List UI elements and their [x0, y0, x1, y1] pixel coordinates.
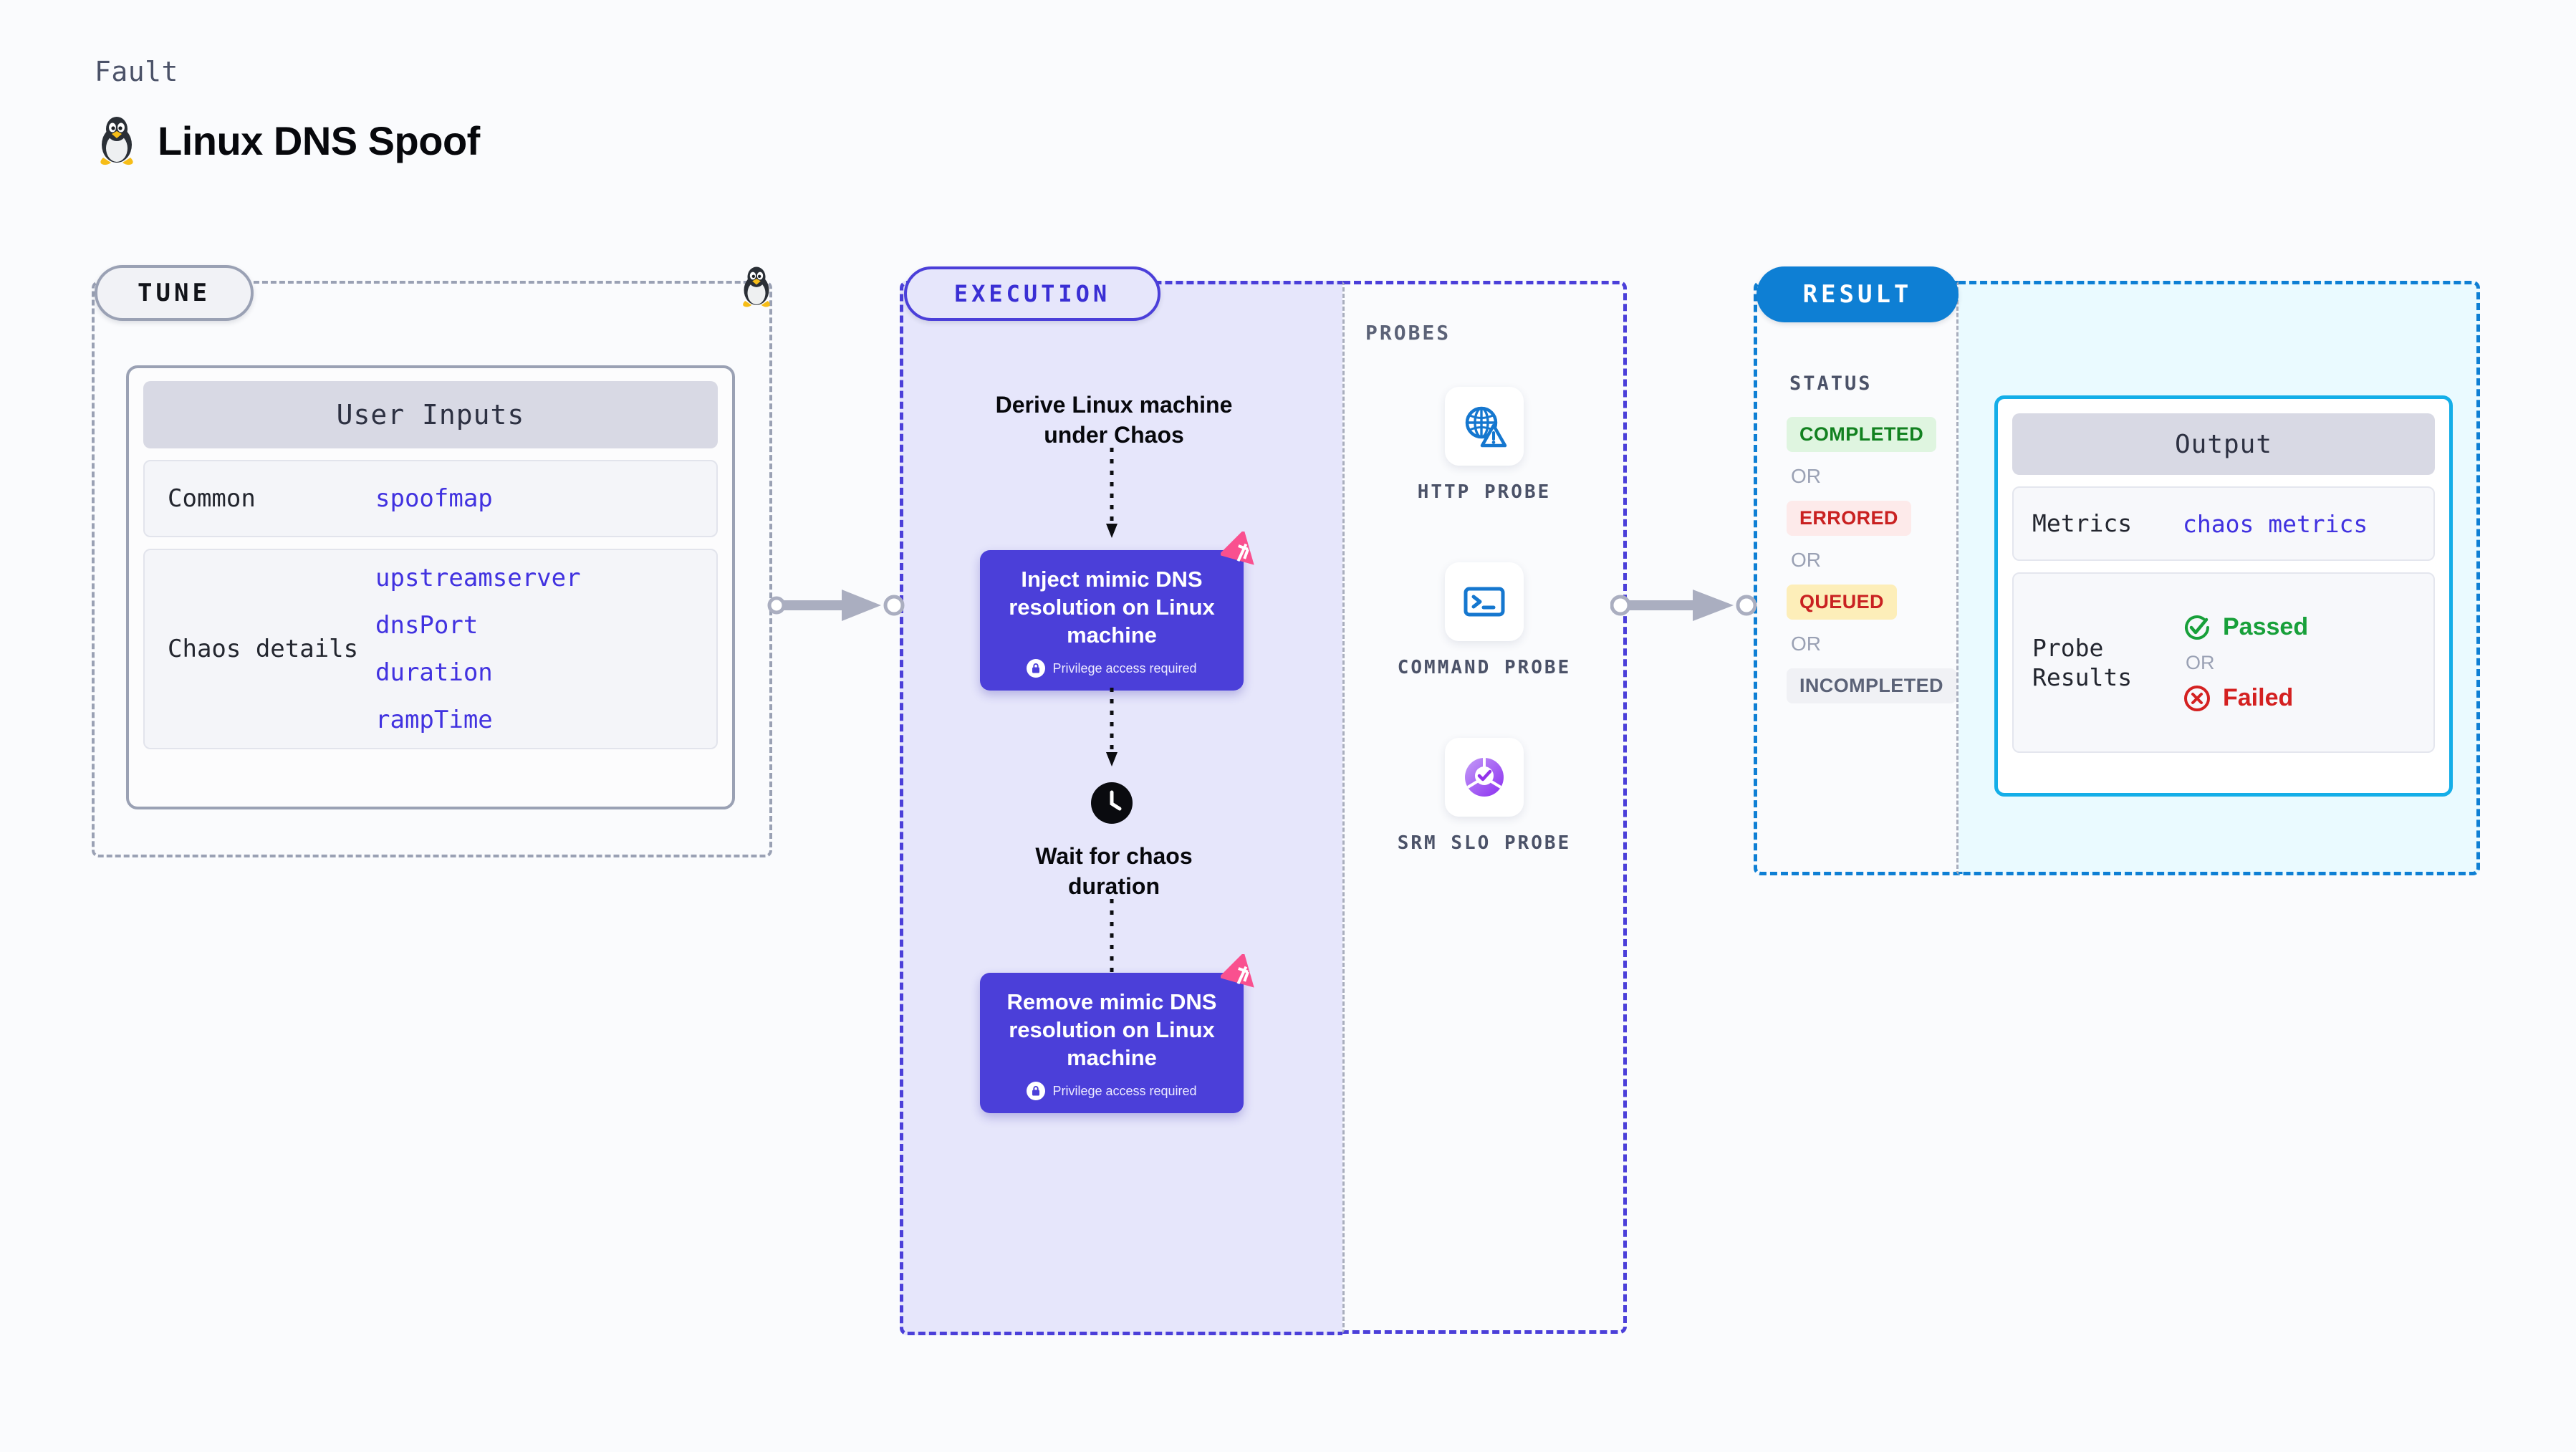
action-remove-privilege-label: Privilege access required	[1052, 1083, 1197, 1098]
probe-result-passed: Passed	[2183, 613, 2308, 642]
output-title: Output	[2012, 413, 2435, 475]
flow-arrow-1-icon	[1106, 448, 1118, 538]
tune-panel	[92, 281, 772, 857]
connector-probes-to-result	[1610, 590, 1757, 621]
status-heading: STATUS	[1789, 372, 1873, 395]
status-badge-errored: ERRORED	[1787, 501, 1911, 536]
flow-arrow-2-icon	[1106, 688, 1118, 766]
result-status-panel	[1754, 281, 1959, 875]
tune-row-chaos-details: Chaos details upstreamserver dnsPort dur…	[143, 549, 718, 749]
chaos-fault-badge-icon	[1221, 532, 1254, 565]
action-inject-mimic-dns-label: Inject mimic DNS resolution on Linux mac…	[1009, 567, 1215, 648]
output-probe-results-key: Probe Results	[2032, 633, 2133, 691]
tune-row-common-key: Common	[168, 484, 256, 513]
output-metrics-key: Metrics	[2032, 509, 2133, 538]
globe-warning-icon	[1465, 406, 1507, 448]
status-or-3: OR	[1791, 633, 1821, 655]
status-badge-completed: COMPLETED	[1787, 417, 1937, 452]
probes-label: PROBES	[1365, 321, 1451, 345]
action-inject-mimic-dns[interactable]: Inject mimic DNS resolution on Linux mac…	[980, 532, 1254, 691]
status-badge-incompleted: INCOMPLETED	[1787, 668, 1956, 703]
probe-http-label: HTTP PROBE	[1417, 481, 1552, 503]
param-duration[interactable]: duration	[375, 658, 493, 687]
probe-http-tile	[1445, 387, 1524, 466]
probe-srm-slo-label: SRM SLO PROBE	[1397, 832, 1572, 854]
check-circle-icon	[2185, 615, 2209, 640]
chaos-fault-badge-icon	[1221, 954, 1254, 988]
action-inject-privilege-label: Privilege access required	[1052, 660, 1197, 675]
action-remove-privilege-note: Privilege access required	[993, 1082, 1231, 1101]
connector-tune-to-execution	[767, 590, 905, 621]
output-row-probe-results: Probe Results Passed OR Failed	[2012, 572, 2435, 753]
lock-icon	[1027, 659, 1046, 678]
execution-pill-label: EXECUTION	[904, 266, 1160, 321]
probe-command-label: COMMAND PROBE	[1397, 657, 1572, 678]
action-remove-mimic-dns[interactable]: Remove mimic DNS resolution on Linux mac…	[980, 954, 1254, 1114]
probe-result-or: OR	[2186, 651, 2215, 673]
probe-srm-slo-tile	[1445, 738, 1524, 817]
page-kicker: Fault	[95, 56, 178, 87]
x-circle-icon	[2184, 685, 2210, 711]
status-or-2: OR	[1791, 549, 1821, 571]
probe-srm-slo[interactable]: SRM SLO PROBE	[1395, 738, 1574, 856]
tune-corner-linux-penguin-icon	[738, 265, 775, 312]
user-inputs-card: User Inputs Common spoofmap Chaos detail…	[126, 365, 735, 809]
terminal-icon	[1464, 587, 1505, 617]
status-list: COMPLETED OR ERRORED OR QUEUED OR INCOMP…	[1787, 417, 1959, 703]
tune-row-common: Common spoofmap	[143, 460, 718, 537]
output-row-metrics: Metrics chaos metrics	[2012, 486, 2435, 561]
user-inputs-title: User Inputs	[143, 381, 718, 448]
param-upstreamserver[interactable]: upstreamserver	[375, 564, 581, 592]
action-inject-privilege-note: Privilege access required	[993, 659, 1231, 678]
status-or-1: OR	[1791, 465, 1821, 487]
param-spoofmap[interactable]: spoofmap	[375, 484, 493, 513]
probe-result-failed-label: Failed	[2223, 684, 2294, 711]
probe-result-passed-label: Passed	[2223, 613, 2309, 640]
output-probe-results-values: Passed OR Failed	[2183, 613, 2308, 713]
param-ramptime[interactable]: rampTime	[375, 706, 493, 734]
linux-penguin-icon	[100, 117, 133, 165]
status-badge-queued: QUEUED	[1787, 585, 1897, 620]
result-pill-label: RESULT	[1756, 266, 1959, 322]
lock-icon	[1027, 1082, 1046, 1101]
output-card: Output Metrics chaos metrics Probe Resul…	[1994, 395, 2453, 797]
slo-donut-check-icon	[1465, 758, 1504, 797]
tune-row-chaos-details-values: upstreamserver dnsPort duration rampTime	[375, 564, 581, 734]
tune-row-common-values: spoofmap	[375, 484, 493, 513]
param-dnsport[interactable]: dnsPort	[375, 611, 479, 640]
clock-icon	[1091, 782, 1133, 824]
probe-http[interactable]: HTTP PROBE	[1395, 387, 1574, 505]
probe-command-tile	[1445, 562, 1524, 641]
page-title: Linux DNS Spoof	[158, 117, 480, 163]
output-metrics-value[interactable]: chaos metrics	[2183, 509, 2368, 538]
tune-pill-label: TUNE	[95, 265, 254, 321]
probe-command[interactable]: COMMAND PROBE	[1395, 562, 1574, 681]
probe-result-failed: Failed	[2183, 684, 2308, 713]
tune-row-chaos-details-key: Chaos details	[168, 634, 359, 663]
page-header: Linux DNS Spoof	[95, 115, 480, 166]
action-remove-mimic-dns-label: Remove mimic DNS resolution on Linux mac…	[1006, 989, 1217, 1070]
